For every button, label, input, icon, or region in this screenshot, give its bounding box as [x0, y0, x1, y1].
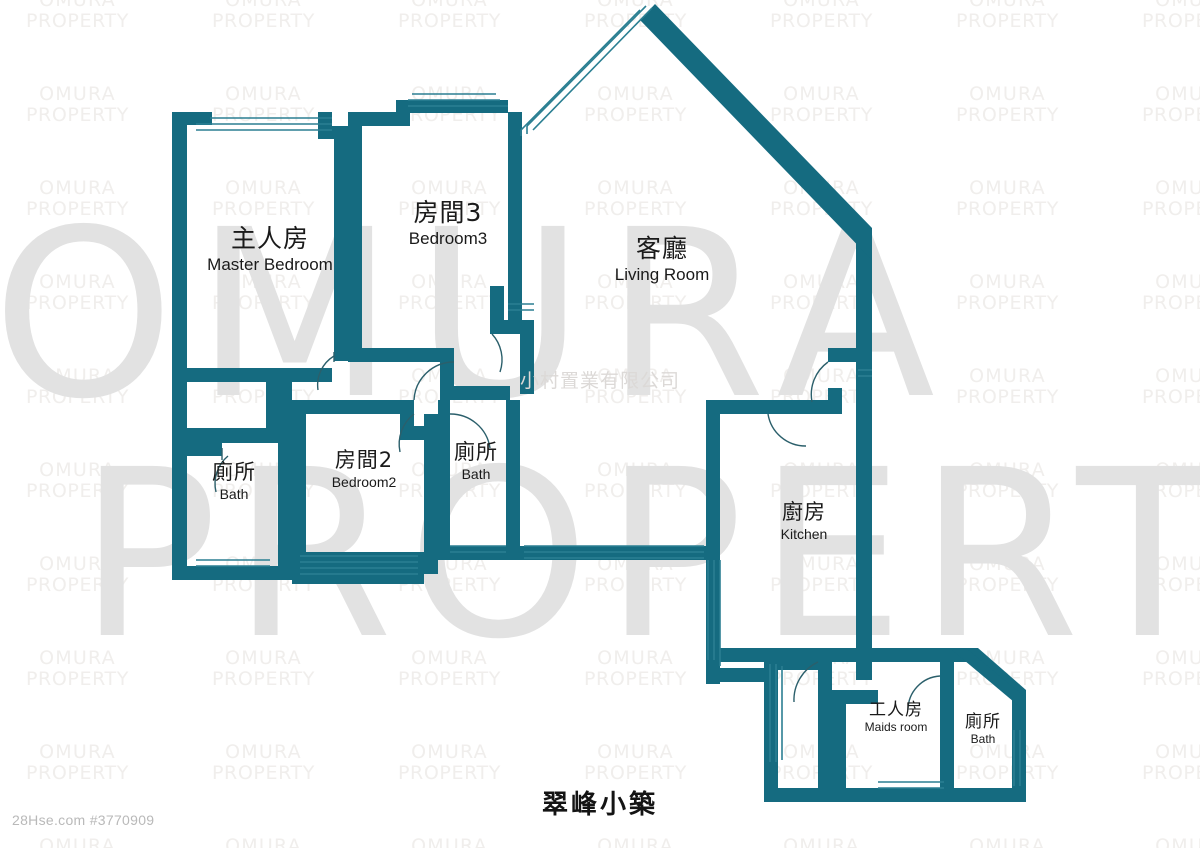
wall-group: [172, 4, 1026, 802]
page-title: 翠峰小築: [541, 790, 658, 820]
source-credit: 28Hse.com #3770909: [12, 812, 155, 828]
door-swing-group: [214, 333, 941, 711]
window-lines: [196, 5, 1021, 789]
